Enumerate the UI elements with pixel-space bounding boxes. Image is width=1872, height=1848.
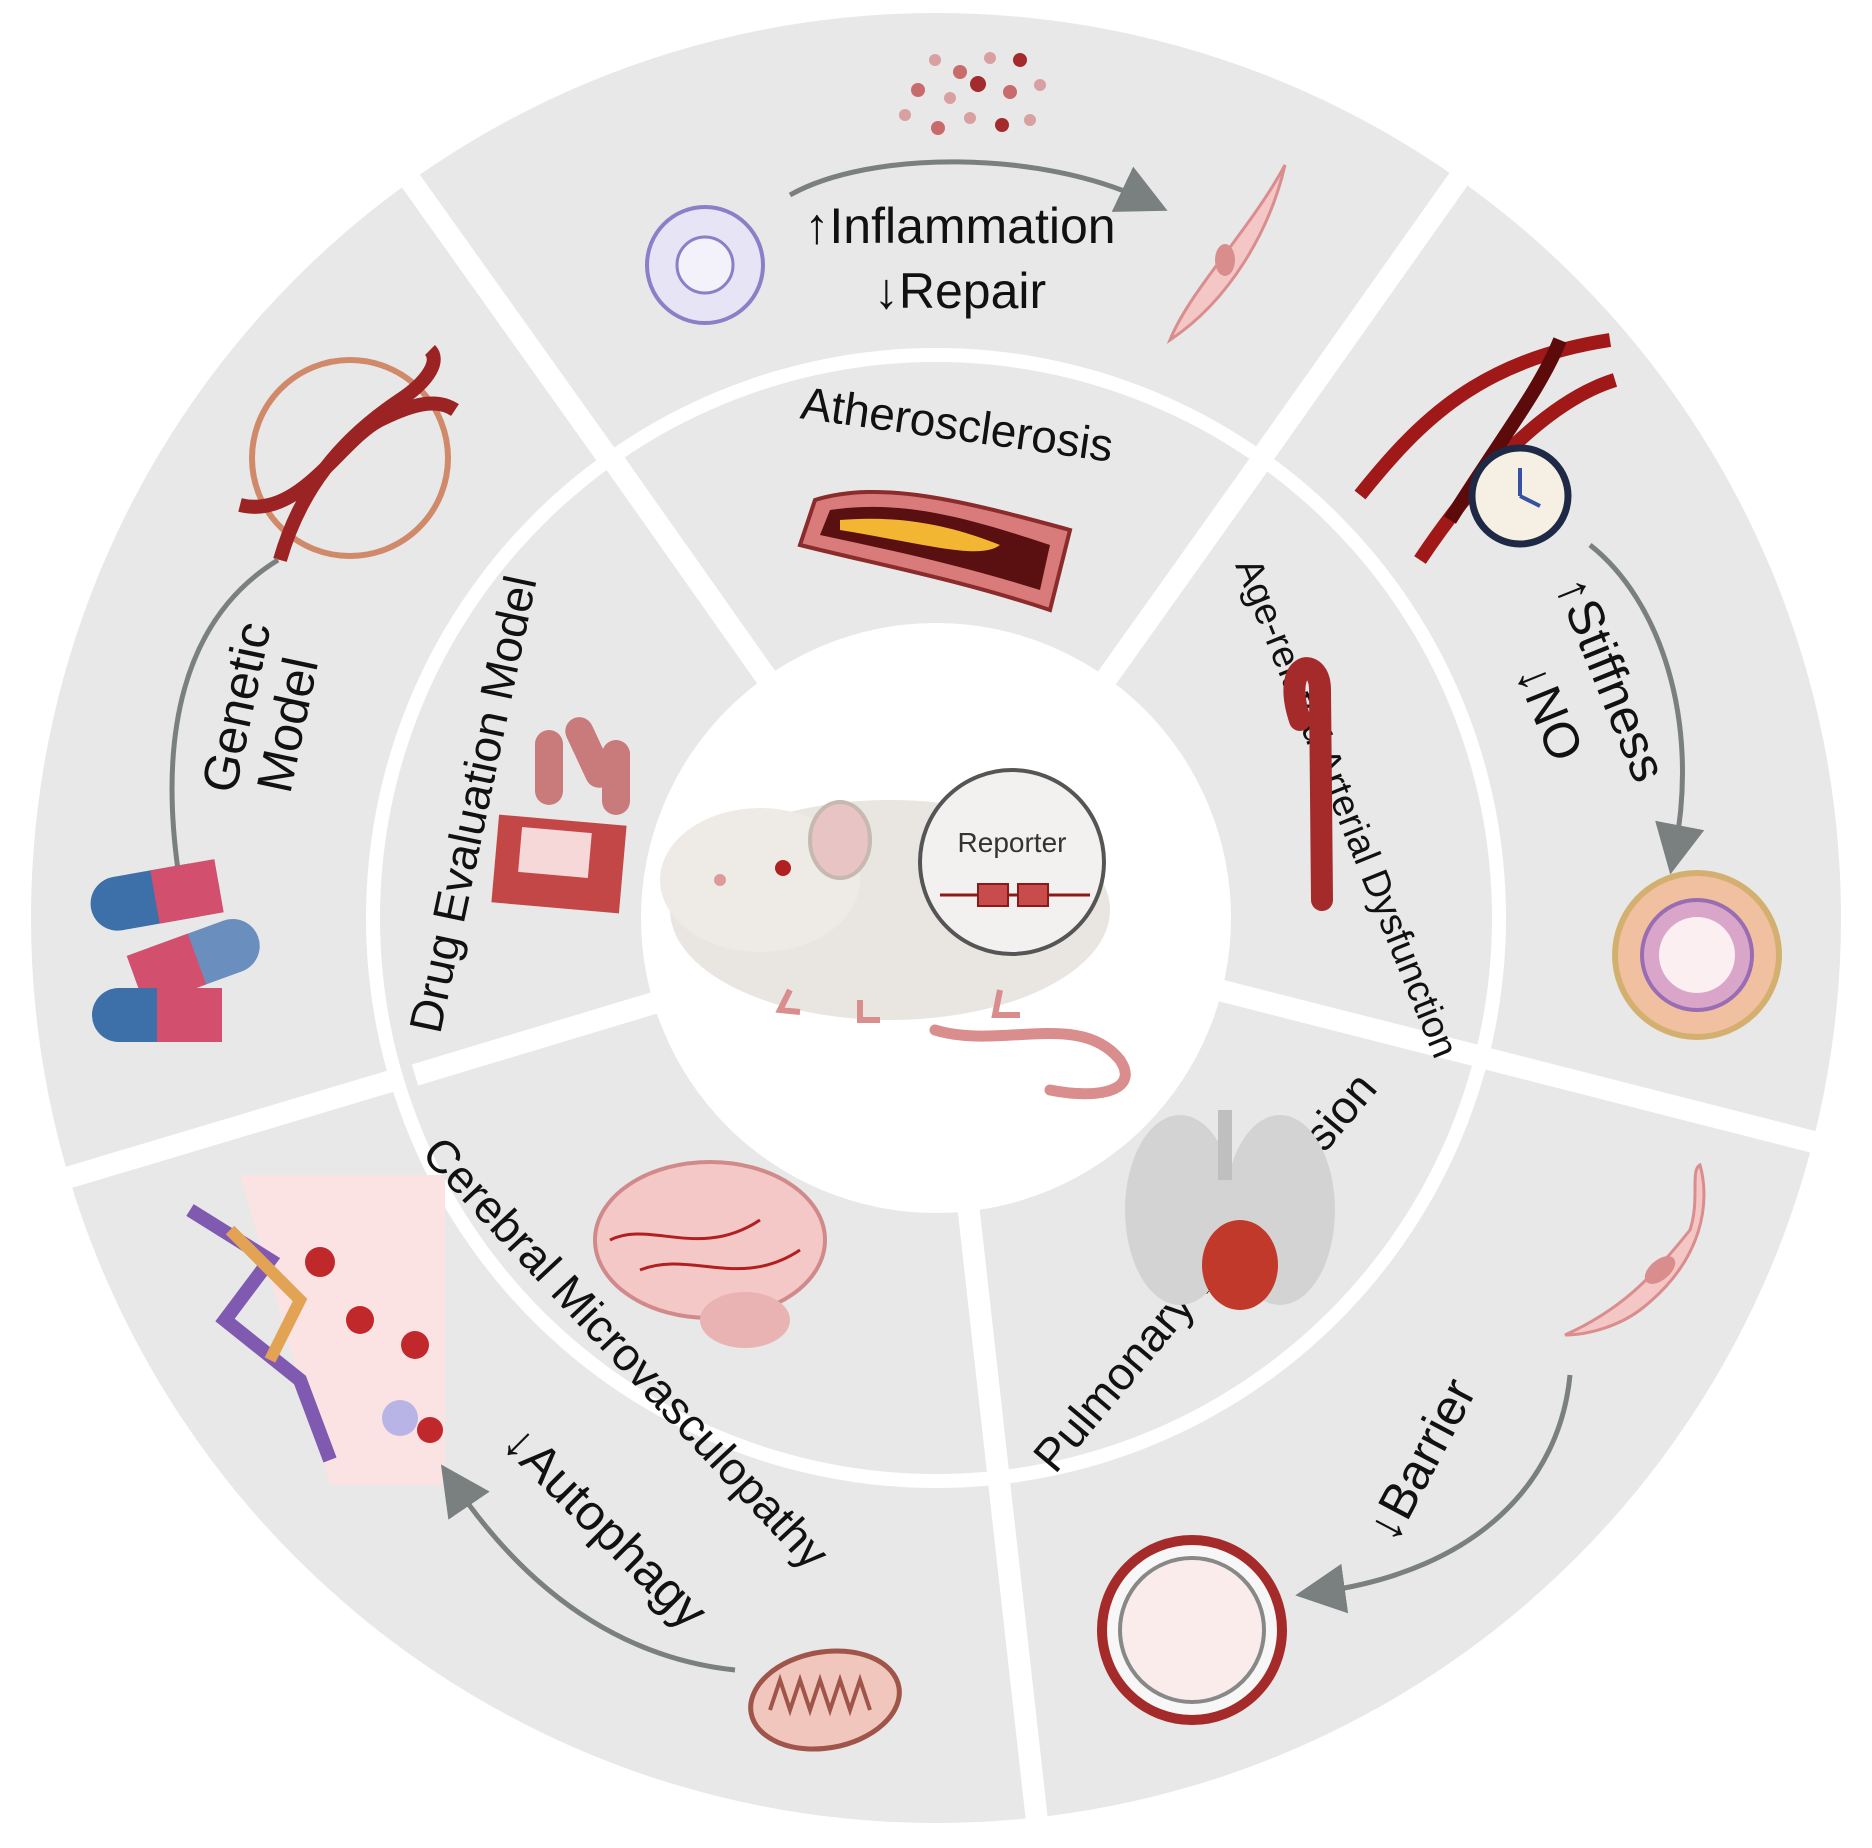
mouse-tail: [929, 1024, 1131, 1100]
capillary-cross-section-icon: [1097, 1535, 1287, 1725]
inflammation-arrow: [788, 159, 1168, 212]
reporter-gene-box: [977, 883, 1009, 907]
center-panel: Reporter: [641, 623, 1231, 1213]
endothelial-cell-icon: [1564, 1162, 1706, 1337]
particles-cluster: [899, 52, 1046, 135]
mouse-ear: [808, 800, 872, 880]
microvessel-panel-icon: [186, 1175, 445, 1485]
repair-label: ↓Repair: [874, 263, 1046, 319]
aorta-icon: [1283, 657, 1333, 911]
barrier-arrow: [1295, 1374, 1573, 1614]
reporter-label: Reporter: [958, 827, 1067, 858]
drug-bottle-pills-icon: [491, 717, 630, 914]
mouse-illustration: [660, 800, 1131, 1100]
brain-icon: [593, 1160, 827, 1348]
autophagy-arrow: [440, 1464, 736, 1673]
artery-plaque-icon: [797, 489, 1073, 613]
mouse-eye: [775, 860, 791, 876]
inflammation-label: ↑Inflammation: [804, 198, 1115, 254]
macrophage-icon: [645, 205, 765, 325]
smooth-muscle-cell-icon: [1166, 164, 1287, 344]
dna-helix-icon: [238, 345, 459, 562]
mouse-feet: [775, 988, 1020, 1023]
reporter-circle: [918, 768, 1106, 956]
reporter-badge: Reporter: [918, 768, 1106, 956]
dna-clock-icon: [1354, 333, 1618, 564]
lungs-heart-icon: [1125, 1110, 1335, 1310]
capsules-icon: [90, 859, 260, 1042]
stiffness-arrow: [1588, 543, 1705, 875]
vessel-cross-section-icon: [1612, 870, 1782, 1040]
genetic-model-arrow: [169, 557, 280, 871]
reporter-gene-box: [1017, 883, 1049, 907]
mouse-nose: [714, 874, 726, 886]
mitochondrion-icon: [748, 1648, 902, 1752]
